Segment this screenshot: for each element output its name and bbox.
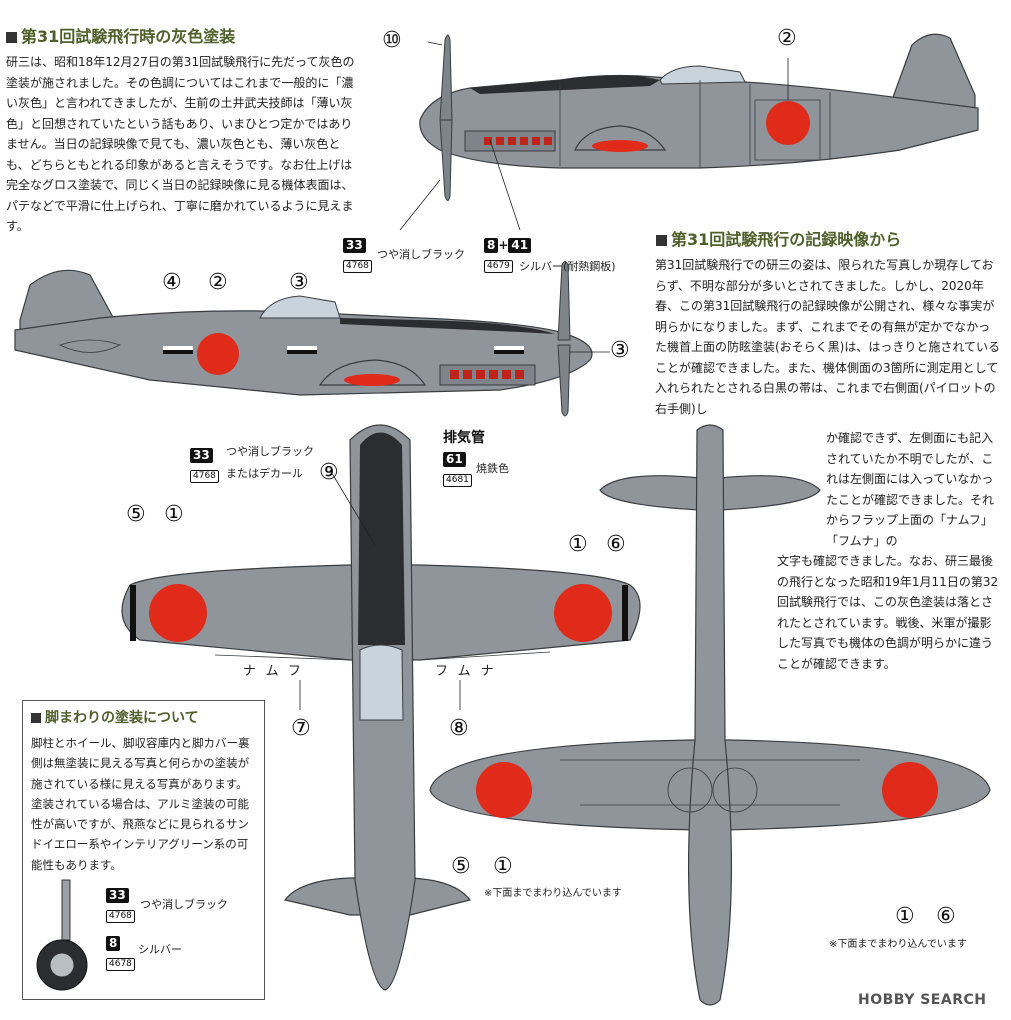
landing-gear-drawing xyxy=(36,879,88,991)
marker-5-top: ⑤ xyxy=(126,502,146,527)
paint-code-secondary: 4768 xyxy=(106,910,135,923)
paint-callout-black-upper: 33 4768 xyxy=(343,234,372,273)
section2-body-c: 文字も確認できました。なお、研三最後の飛行となった昭和19年1月11日の第32回… xyxy=(777,554,999,671)
marker-3-upper: ③ xyxy=(289,270,309,295)
top-view xyxy=(121,424,641,991)
bottom-view xyxy=(429,424,991,1006)
marker-6-bottom: ⑥ xyxy=(936,904,956,929)
section2-heading-text: 第31回試験飛行の記録映像から xyxy=(671,230,902,249)
paint-callout-gear-black: 33 4768 xyxy=(106,884,135,923)
marker-1-top-right: ① xyxy=(568,532,588,557)
paint-code-secondary: 4679 xyxy=(484,260,513,273)
paint-callout-gear-silver: 8 4678 xyxy=(106,932,135,971)
section3-heading-text: 脚まわりの塗装について xyxy=(45,710,199,726)
side-profile-lower xyxy=(14,261,593,417)
paint-code-primary-b: 41 xyxy=(508,238,532,253)
marker-1-top-left: ① xyxy=(164,502,184,527)
paint-label-exhaust: 焼鉄色 xyxy=(476,462,509,475)
section1-body: 研三は、昭和18年12月27日の第31回試験飛行に先だって灰色の塗装が施されまし… xyxy=(6,55,355,233)
paint-code-primary: 33 xyxy=(190,448,213,463)
paint-label-silver-heat: シルバー(耐熱鋼板) xyxy=(519,260,616,273)
marker-1-bottom-right: ① xyxy=(895,904,915,929)
marker-8: ⑧ xyxy=(449,716,469,741)
heading-bullet xyxy=(656,235,667,246)
paint-code-secondary: 4768 xyxy=(343,260,372,273)
section2-heading: 第31回試験飛行の記録映像から xyxy=(656,230,901,250)
section2-body-a: 第31回試験飛行での研三の姿は、限られた写真しか現存しておらず、不明な部分が多い… xyxy=(655,258,1001,416)
paint-callout-silver-heat: 8+41 4679 xyxy=(484,234,532,273)
paint-callout-black-decal: 33 4768 xyxy=(190,444,219,483)
paint-label-gear-silver: シルバー xyxy=(138,943,182,956)
heading-bullet xyxy=(31,713,41,723)
paint-code-secondary: 4768 xyxy=(190,470,219,483)
note-wrap-lower-right: ※下面までまわり込んでいます xyxy=(829,939,967,950)
marker-5-bottom: ⑤ xyxy=(451,854,471,879)
section1-heading-text: 第31回試験飛行時の灰色塗装 xyxy=(21,27,236,46)
paint-code-primary: 8 xyxy=(106,936,121,951)
section3-body: 脚柱とホイール、脚収容庫内と脚カバー裏側は無塗装に見える写真と何らかの塗装が施さ… xyxy=(31,736,250,872)
leader-lines xyxy=(299,41,789,710)
marker-2-lower: ② xyxy=(208,270,228,295)
marker-6-top: ⑥ xyxy=(606,532,626,557)
paint-label-black-upper: つや消しブラック xyxy=(377,248,465,261)
exhaust-title: 排気管 xyxy=(443,430,485,446)
paint-label-gear-black: つや消しブラック xyxy=(140,898,228,911)
flap-text-left: ナムフ xyxy=(243,664,311,679)
marker-7: ⑦ xyxy=(291,716,311,741)
marker-1-bottom-left: ① xyxy=(493,854,513,879)
paint-code-primary: 33 xyxy=(106,888,129,903)
marker-2-upper: ② xyxy=(777,26,797,51)
side-profile-upper xyxy=(419,33,979,201)
marker-10: ⑩ xyxy=(382,28,402,53)
paint-code-primary: 61 xyxy=(443,452,466,467)
heading-bullet xyxy=(6,32,17,43)
section3-heading: 脚まわりの塗装について xyxy=(31,708,199,728)
section2-body-b: か確認できず、左側面にも記入されていたか不明でしたが、これは左側面には入っていな… xyxy=(826,431,995,548)
paint-code-primary: 33 xyxy=(343,238,366,253)
section1-heading: 第31回試験飛行時の灰色塗装 xyxy=(6,27,235,47)
marker-9: ⑨ xyxy=(319,460,339,485)
note-wrap-lower-left: ※下面までまわり込んでいます xyxy=(484,888,622,899)
paint-code-secondary: 4681 xyxy=(443,474,472,487)
flap-text-right: フムナ xyxy=(435,664,504,679)
paint-code-secondary: 4678 xyxy=(106,958,135,971)
paint-label-black-decal-b: またはデカール xyxy=(226,467,303,480)
marker-4: ④ xyxy=(162,270,182,295)
paint-callout-exhaust: 61 4681 xyxy=(443,448,472,487)
marker-3-right: ③ xyxy=(610,338,630,363)
paint-plus: + xyxy=(498,238,509,252)
watermark: HOBBY SEARCH xyxy=(858,992,987,1008)
paint-code-primary-a: 8 xyxy=(484,238,499,253)
paint-label-black-decal-a: つや消しブラック xyxy=(226,445,314,458)
